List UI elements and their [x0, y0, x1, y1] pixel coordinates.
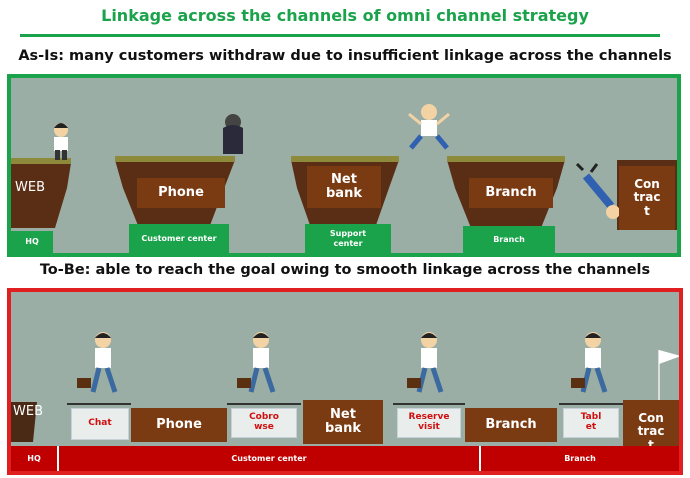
channel-branch-tobe: Branch: [465, 408, 557, 442]
person-crouching-icon: [223, 114, 243, 154]
person-falling-icon: [575, 162, 620, 219]
to-be-heading: To-Be: able to reach the goal owing to s…: [39, 262, 651, 278]
bridge-cobrowse: Cobro wse: [231, 408, 297, 438]
support-hq: HQ: [11, 231, 53, 253]
channel-net-bank-tobe: Net bank: [303, 400, 383, 444]
grass-netbank: [291, 156, 399, 162]
support-bar: HQ Customer center Branch: [11, 446, 679, 471]
grass-phone: [115, 156, 235, 162]
support-support-center: Support center: [305, 224, 391, 253]
title-divider: [20, 34, 660, 37]
channel-contract: Con trac t: [619, 166, 675, 230]
channel-phone: Phone: [137, 178, 225, 208]
grass-branch: [447, 156, 565, 162]
person-walking-icon-1: [77, 332, 118, 393]
person-walking-icon-3: [407, 332, 444, 393]
goal-flag-icon: [658, 350, 679, 402]
support-customer-center: Customer center: [129, 224, 229, 253]
page-title: Linkage across the channels of omni chan…: [101, 6, 589, 25]
channel-net-bank: Net bank: [307, 166, 381, 208]
as-is-heading: As-Is: many customers withdraw due to in…: [18, 48, 672, 64]
cliff-web-edge: [11, 402, 37, 442]
bridge-reserve-visit: Reserve visit: [397, 408, 461, 438]
person-walking-icon-4: [571, 332, 608, 393]
as-is-panel: WEB Phone Net bank Branch Con trac t HQ …: [7, 74, 681, 257]
support-branch: Branch: [463, 226, 555, 253]
channel-web-label-tobe: WEB: [13, 404, 43, 419]
person-walking-icon-2: [237, 332, 276, 393]
bridge-chat: Chat: [71, 408, 129, 440]
support-customer-center-tobe: Customer center: [59, 446, 481, 471]
person-jumping-icon: [408, 104, 450, 150]
bridge-tablet: Tabl et: [563, 408, 619, 438]
to-be-panel: WEB Phone Net bank Branch Con trac t Cha…: [7, 288, 683, 475]
to-be-scene: [11, 332, 679, 442]
channel-phone-tobe: Phone: [131, 408, 227, 442]
channel-branch: Branch: [469, 178, 553, 208]
support-branch-tobe: Branch: [564, 454, 596, 463]
person-worried-icon: [54, 123, 68, 160]
support-hq-tobe: HQ: [11, 446, 59, 471]
channel-web-label: WEB: [15, 180, 45, 195]
cliff-web: [11, 163, 71, 228]
grass-web: [11, 158, 71, 164]
